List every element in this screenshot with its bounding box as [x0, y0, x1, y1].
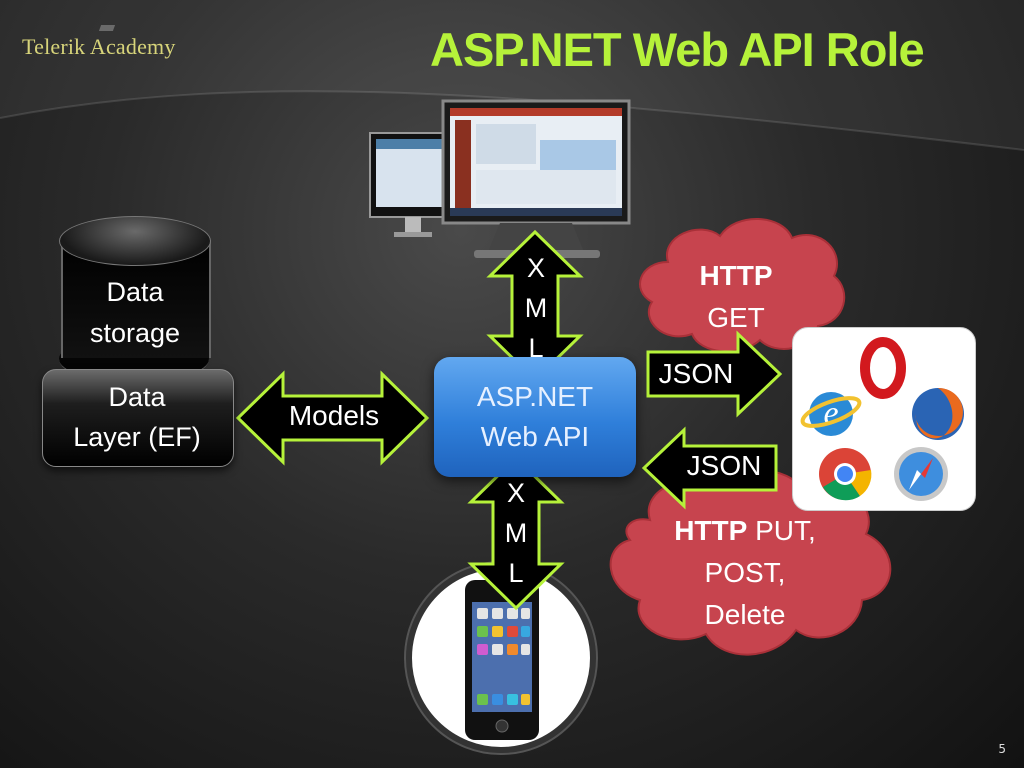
opera-icon [860, 337, 906, 399]
xml-bottom-letter-l: L [508, 558, 524, 588]
slide-title: ASP.NET Web API Role [430, 23, 925, 76]
iphone-icon [404, 561, 598, 755]
http-put-label: HTTP PUT, POST, Delete [640, 510, 850, 636]
data-layer-box [42, 369, 234, 467]
http-post-method: POST, [704, 557, 786, 588]
json-out-label: JSON [658, 358, 734, 389]
firefox-icon [912, 387, 964, 440]
web-api-box [434, 357, 636, 477]
web-api-line-1: ASP.NET [476, 381, 594, 412]
data-layer-line-2: Layer (EF) [73, 422, 201, 452]
xml-top-label: X M L [521, 248, 551, 368]
http-get-method: GET [707, 302, 765, 333]
browsers-icon: e [792, 327, 976, 511]
models-double-arrow [235, 370, 430, 466]
brand-name: Telerik Academy [22, 34, 176, 59]
http-put-bold: HTTP [674, 515, 748, 546]
brand-logo: Telerik Academy [22, 25, 176, 60]
slide-number: 5 [998, 742, 1006, 756]
internet-explorer-icon: e [800, 392, 862, 436]
http-get-label: HTTP GET [676, 255, 796, 339]
xml-top-letter-l: L [528, 333, 544, 363]
data-storage-line-2: storage [89, 318, 181, 348]
web-api-line-2: Web API [480, 421, 590, 452]
xml-bottom-double-arrow [467, 455, 565, 611]
browser-logos: e [800, 337, 964, 501]
data-layer-label: Data Layer (EF) [42, 377, 232, 457]
http-get-cloud [639, 218, 846, 353]
xml-top-letter-m: M [524, 293, 548, 323]
xml-bottom-label: X M L [501, 473, 531, 593]
http-get-bold: HTTP [699, 260, 773, 291]
http-delete-method: Delete [704, 599, 786, 630]
models-label: Models [288, 400, 380, 431]
data-storage-line-1: Data [106, 277, 164, 307]
json-in-label: JSON [686, 450, 762, 481]
chrome-icon [819, 448, 872, 501]
json-in-arrow [641, 426, 778, 510]
json-out-arrow [646, 330, 783, 418]
xml-bottom-letter-m: M [504, 518, 528, 548]
xml-bottom-letter-x: X [506, 478, 525, 508]
http-put-method: PUT, [747, 515, 816, 546]
desktop-monitors-icon [369, 99, 631, 258]
data-storage-cylinder-top [59, 216, 211, 266]
safari-icon [894, 447, 948, 501]
xml-top-letter-x: X [526, 253, 545, 283]
web-api-label: ASP.NET Web API [434, 377, 636, 457]
data-storage-label: Data storage [61, 272, 209, 354]
data-layer-line-1: Data [108, 382, 166, 412]
